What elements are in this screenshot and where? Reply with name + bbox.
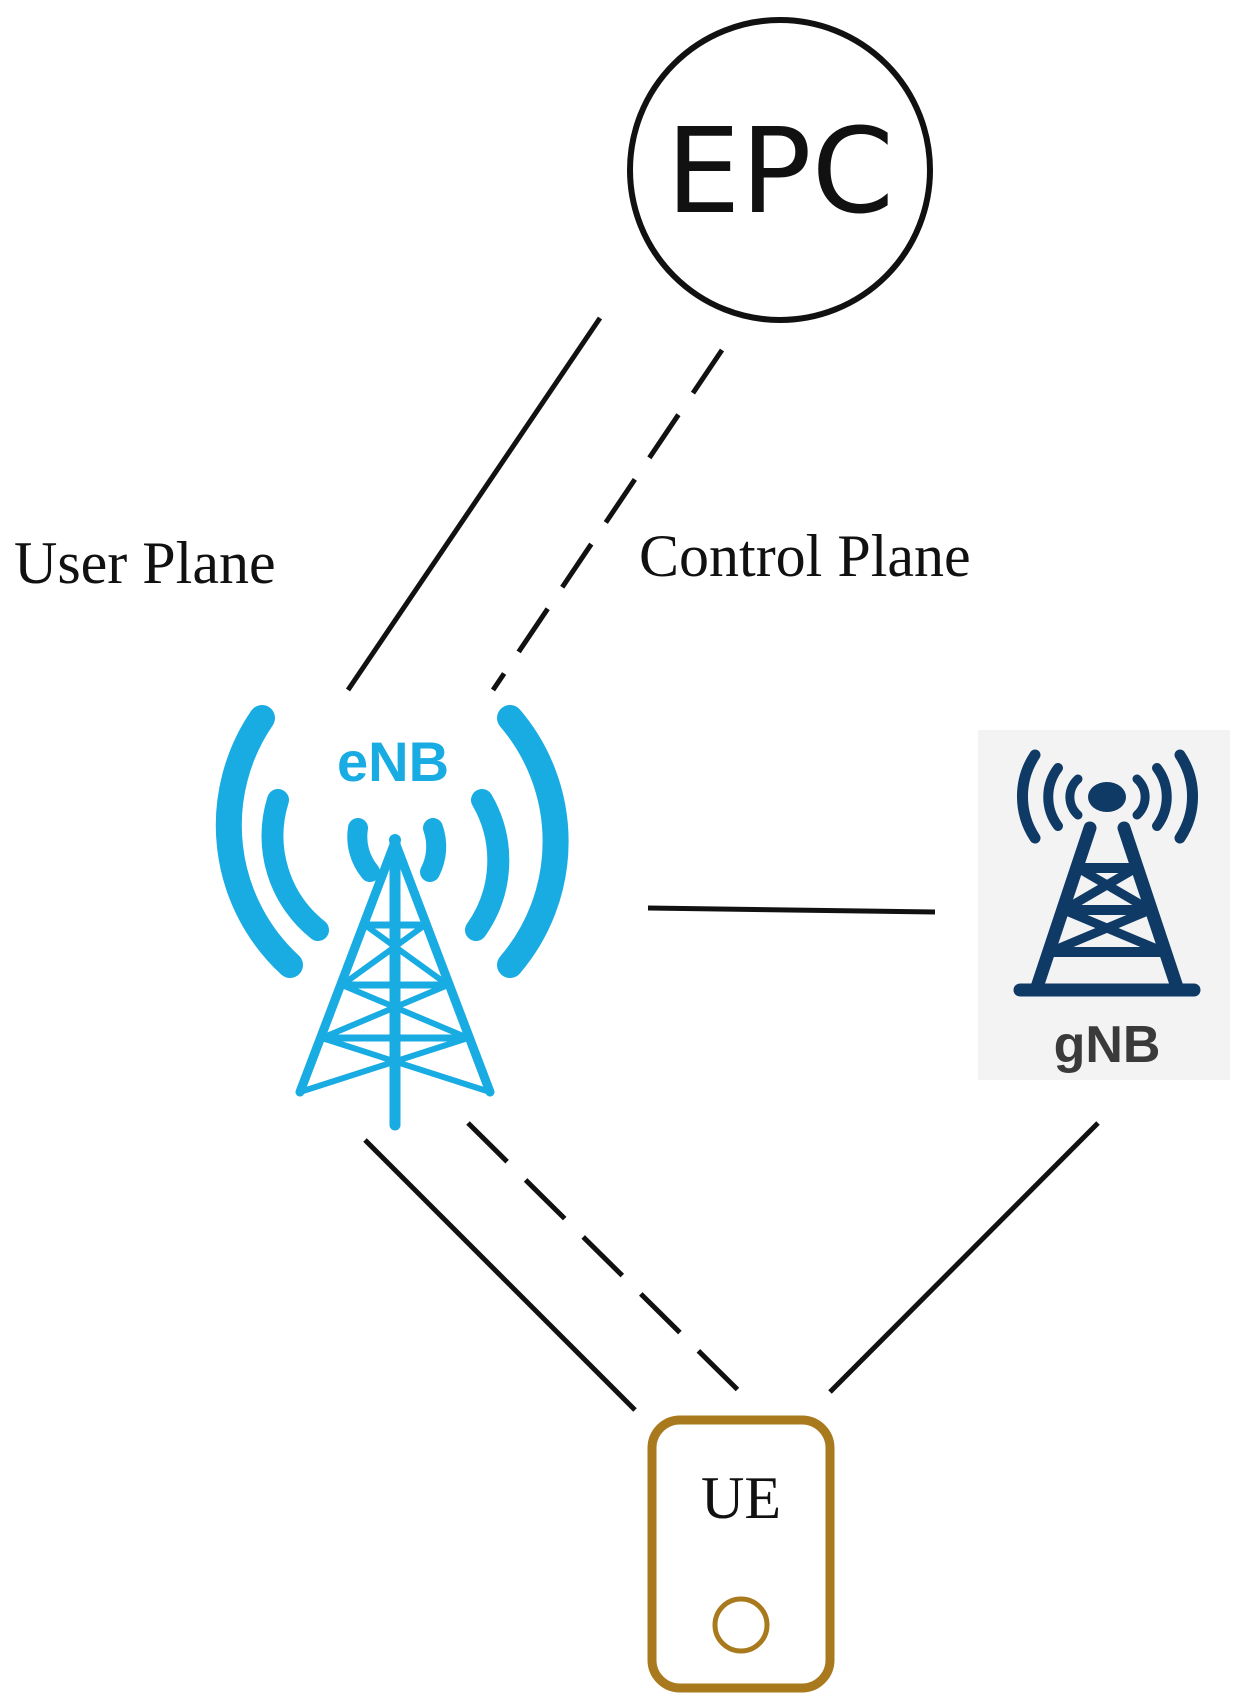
gnb-wave-right-outer <box>1174 749 1198 844</box>
gnb-antenna-head <box>1088 782 1126 812</box>
gnb-wave-left-inner <box>1065 774 1083 820</box>
enb-wave-left-outer <box>215 705 303 978</box>
gnb-tower-icon <box>1013 749 1201 997</box>
link-gnb-ue <box>828 1121 1100 1394</box>
gnb-wave-right-inner <box>1132 774 1150 820</box>
epc-label: EPC <box>666 102 894 240</box>
user-plane-label: User Plane <box>14 530 276 596</box>
epc-node: EPC <box>627 17 933 323</box>
ue-phone-body <box>647 1415 835 1693</box>
enb-tower-frame <box>295 836 495 1131</box>
ue-label: UE <box>701 1465 781 1531</box>
enb-wave-right-outer <box>497 705 569 978</box>
gnb-wave-left-outer <box>1017 749 1041 844</box>
gnb-wave-left-middle <box>1043 763 1063 831</box>
user-plane-link-epc-enb <box>345 316 603 692</box>
connections <box>345 316 1100 1412</box>
enb-wave-left-inner <box>347 818 380 882</box>
enb-wave-right-inner <box>420 818 447 882</box>
ue-home-button-icon <box>712 1596 770 1654</box>
control-plane-label: Control Plane <box>639 523 971 589</box>
enb-tower-icon <box>215 705 569 1131</box>
enb-wave-left-middle <box>261 789 329 941</box>
ue-node: UE <box>647 1415 835 1693</box>
control-plane-link-enb-ue <box>466 1121 742 1394</box>
gnb-wave-right-middle <box>1152 763 1172 831</box>
gnb-label: gNB <box>1054 1016 1161 1074</box>
enb-wave-right-middle <box>465 789 510 941</box>
enb-label: eNB <box>337 730 449 793</box>
gnb-tower-frame <box>1013 821 1201 997</box>
epc-circle <box>627 17 933 323</box>
user-plane-link-enb-ue <box>363 1138 637 1412</box>
link-enb-gnb <box>647 905 936 915</box>
enb-node: eNB <box>215 705 569 1131</box>
gnb-node: gNB <box>978 730 1230 1080</box>
control-plane-link-epc-enb <box>490 348 725 692</box>
enb-tower-tip <box>389 834 401 846</box>
